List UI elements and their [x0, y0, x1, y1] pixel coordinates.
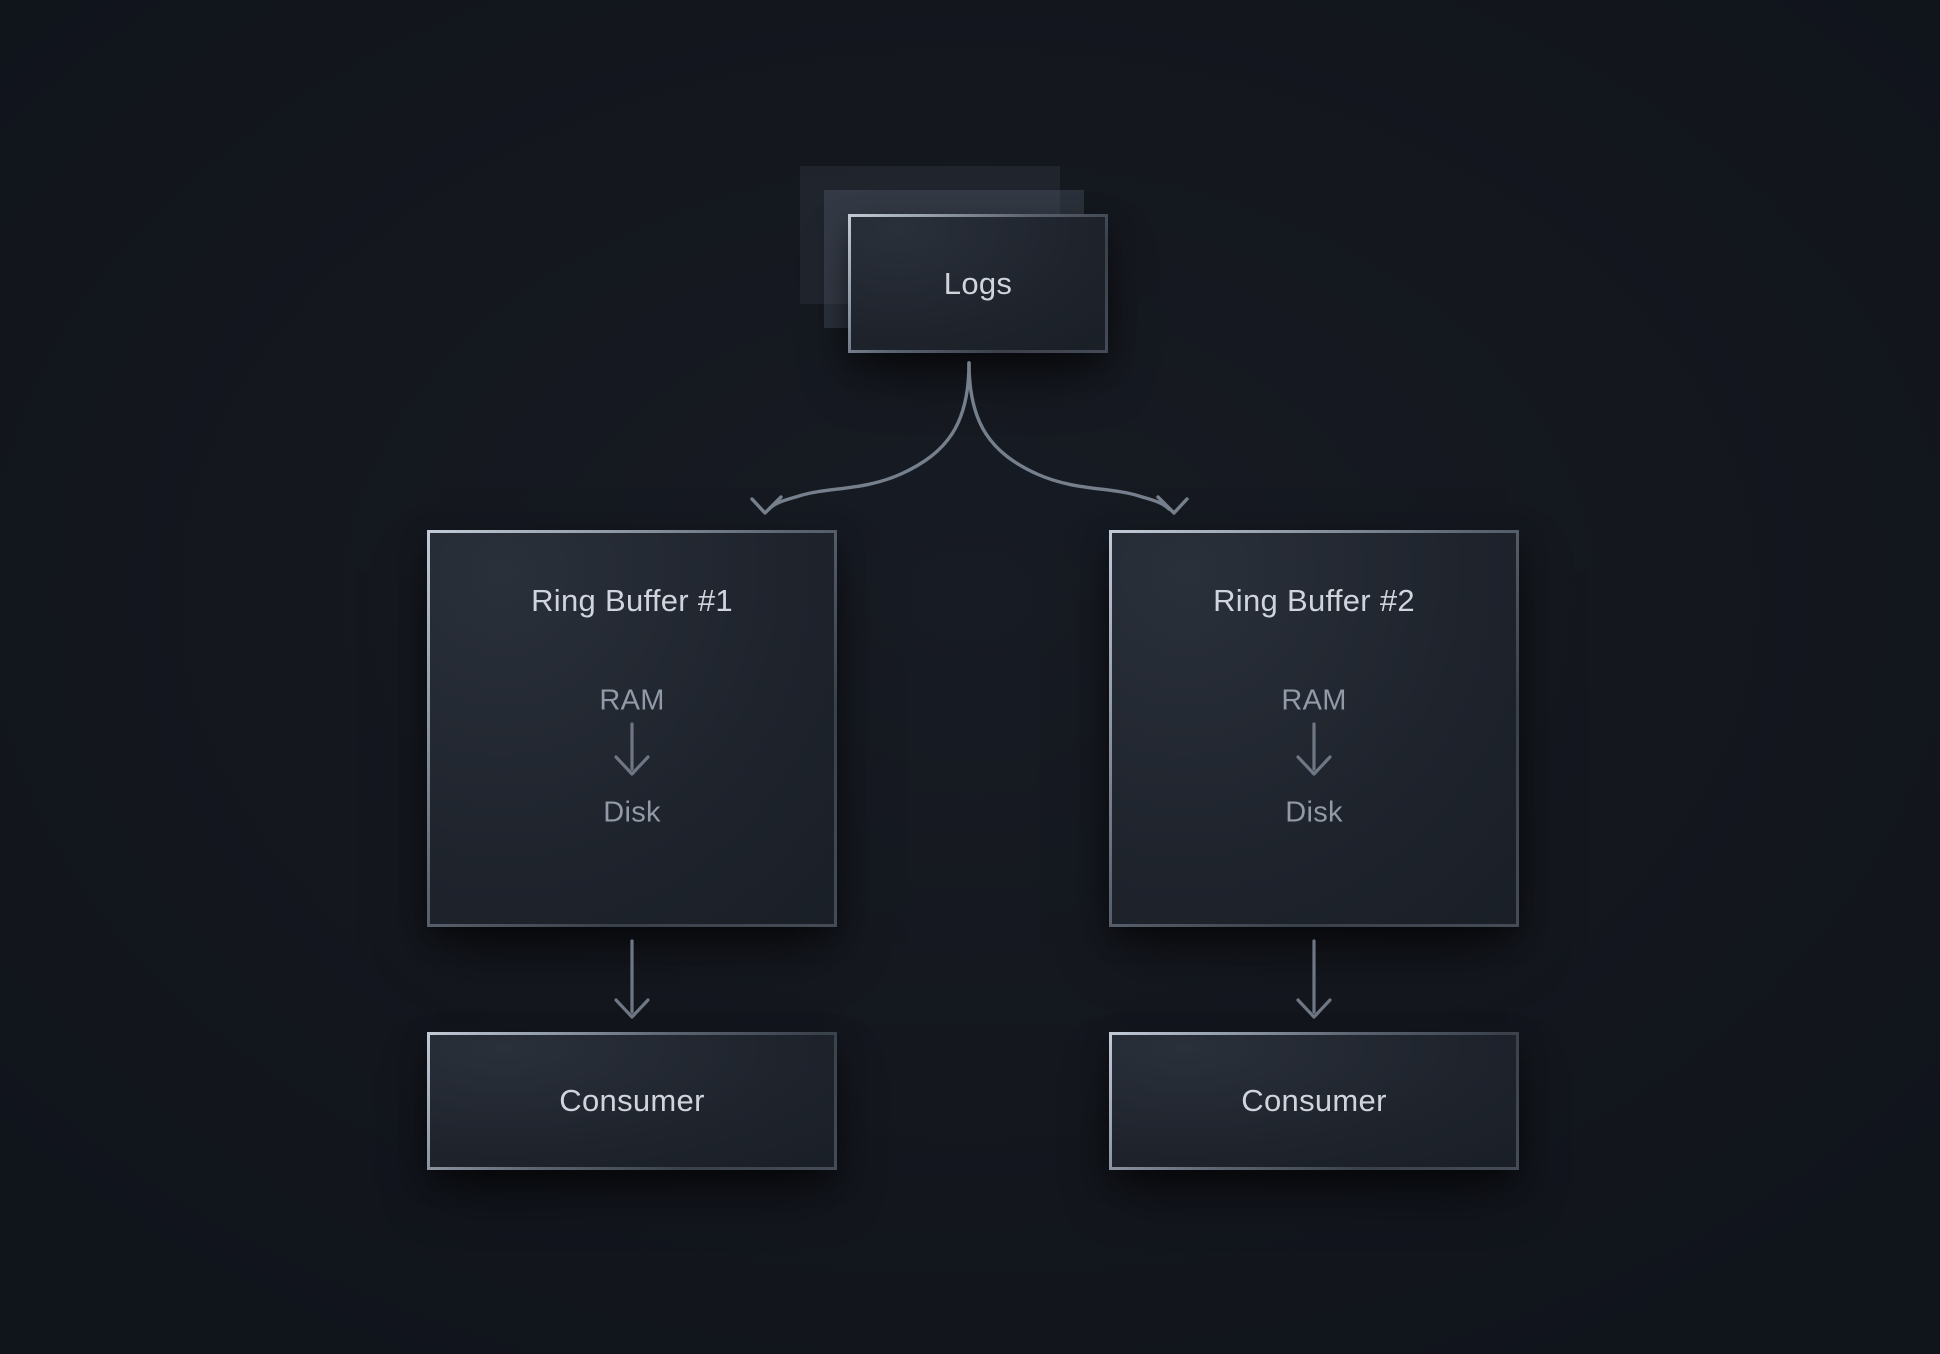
consumer-1-surface: Consumer	[430, 1035, 834, 1167]
ring-buffer-2-ram-label: RAM	[1281, 684, 1347, 717]
ring-buffer-2-title: Ring Buffer #2	[1213, 583, 1415, 618]
fork-arrow-right-icon	[967, 361, 1189, 515]
fork-arrow-left-icon	[750, 361, 971, 515]
consumer-1-label: Consumer	[559, 1083, 705, 1118]
consumer-2-label: Consumer	[1241, 1083, 1387, 1118]
consumer-2-node: Consumer	[1109, 1032, 1519, 1170]
ring-buffer-2-node: Ring Buffer #2 RAM Disk	[1109, 530, 1519, 927]
ring-buffer-1-surface: Ring Buffer #1 RAM Disk	[430, 533, 834, 924]
ring-buffer-2-disk-label: Disk	[1285, 796, 1343, 829]
consumer-2-surface: Consumer	[1112, 1035, 1516, 1167]
logs-node: Logs	[848, 214, 1108, 353]
ring-buffer-1-ram-label: RAM	[599, 684, 665, 717]
consumer-1-node: Consumer	[427, 1032, 837, 1170]
ring-buffer-1-node: Ring Buffer #1 RAM Disk	[427, 530, 837, 927]
logs-node-surface: Logs	[851, 217, 1105, 350]
buffer-to-consumer-arrow-2-icon	[1296, 939, 1332, 1019]
ring-buffer-1-disk-label: Disk	[603, 796, 661, 829]
ring-buffer-1-title: Ring Buffer #1	[531, 583, 733, 618]
ring-buffer-2-surface: Ring Buffer #2 RAM Disk	[1112, 533, 1516, 924]
logs-label: Logs	[943, 265, 1013, 301]
buffer-to-consumer-arrow-1-icon	[614, 939, 650, 1019]
